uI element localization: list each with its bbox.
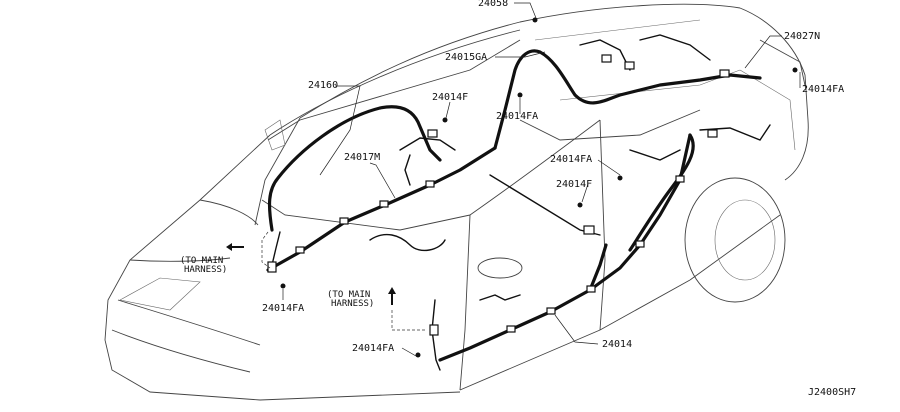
label-24058: 24058 <box>478 0 508 9</box>
note-to-main-left-1: (TO MAIN <box>180 256 223 266</box>
note-to-main-center-1: (TO MAIN <box>327 290 370 300</box>
harness-routing <box>266 34 771 371</box>
label-24014F-center: 24014F <box>556 179 592 190</box>
note-to-main-center-2: HARNESS) <box>331 299 374 309</box>
label-24014FA-bottom: 24014FA <box>352 343 394 354</box>
car-body-outline <box>104 3 809 401</box>
label-24014FA-left: 24014FA <box>262 303 304 314</box>
connectors <box>267 54 730 336</box>
part-labels: 24058 24027N 24015GA 24014FA 24160 24014… <box>180 0 856 398</box>
label-24017M: 24017M <box>344 152 380 163</box>
rear-wheel-icon <box>684 177 786 303</box>
leader-lines <box>261 2 801 357</box>
clip-bolts <box>280 17 798 358</box>
label-24014FA-center: 24014FA <box>550 154 592 165</box>
label-24014F-top: 24014F <box>432 92 468 103</box>
connector-icon <box>295 246 305 254</box>
label-24027N: 24027N <box>784 31 820 42</box>
harness-24160 <box>267 105 442 232</box>
label-24014FA-top-right: 24014FA <box>802 84 844 95</box>
diagram-code: J2400SH7 <box>808 387 856 398</box>
note-to-main-left-2: HARNESS) <box>184 265 227 275</box>
harness-rear-pillar <box>628 133 695 252</box>
label-24015GA: 24015GA <box>445 52 487 63</box>
headlight-icon <box>119 277 201 311</box>
bolt-icon <box>442 117 448 123</box>
harness-24014 <box>438 133 692 362</box>
label-24014FA-mid: 24014FA <box>496 111 538 122</box>
label-24014: 24014 <box>602 339 632 350</box>
side-mirror-icon <box>477 257 523 279</box>
label-24160: 24160 <box>308 80 338 91</box>
